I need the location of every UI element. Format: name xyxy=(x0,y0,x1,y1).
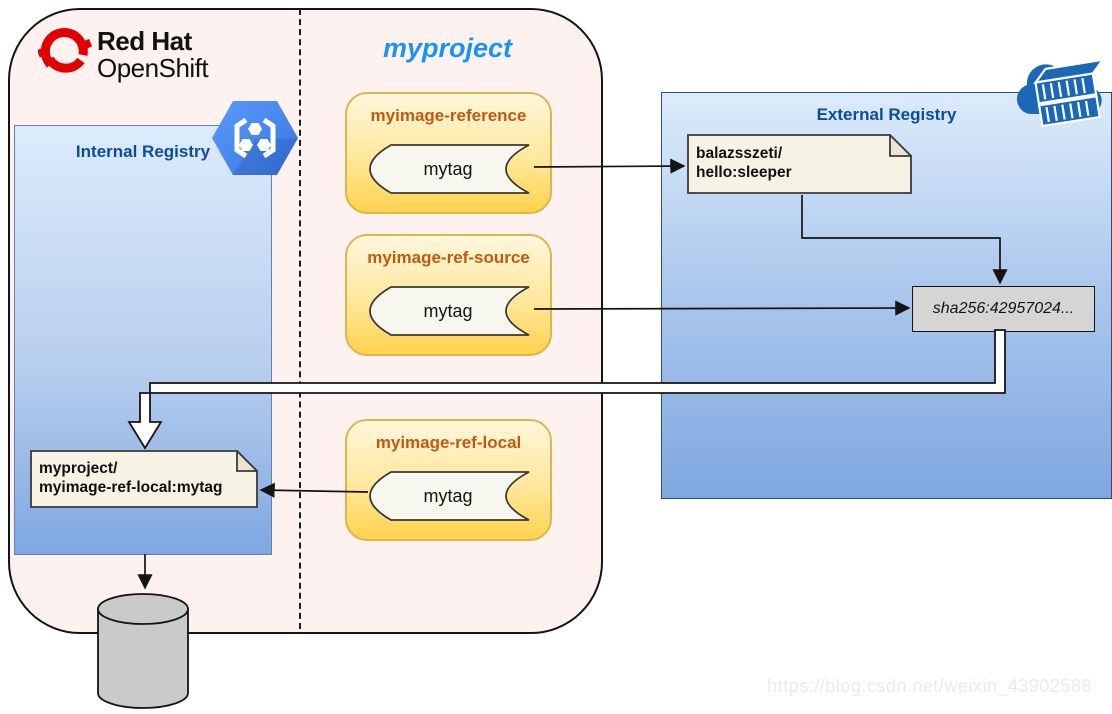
local-image-line2: myimage-ref-local:mytag xyxy=(39,479,223,496)
local-image-text: myproject/ myimage-ref-local:mytag xyxy=(39,459,222,497)
imagestream-name: myimage-ref-local xyxy=(375,433,522,452)
project-divider-dashed-line xyxy=(299,9,301,629)
external-image-line1: balazsszeti/ xyxy=(696,145,783,162)
imagestream-name: myimage-ref-source xyxy=(367,248,530,267)
imagestream-myimage-ref-local: myimage-ref-local mytag xyxy=(345,419,552,541)
imagestream-name: myimage-reference xyxy=(370,106,527,125)
internal-registry-title: Internal Registry xyxy=(75,142,211,161)
tag-label: mytag xyxy=(423,159,473,179)
tag-label: mytag xyxy=(423,486,473,506)
cloud-container-registry-icon xyxy=(1017,58,1106,128)
logo-product: OpenShift xyxy=(97,53,209,83)
container-registry-hexagon-icon xyxy=(212,101,298,175)
external-image-line2: hello:sleeper xyxy=(696,164,792,181)
imagestream-tag-shape: mytag xyxy=(365,471,531,521)
openshift-logo-icon xyxy=(38,28,92,73)
local-image-line1: myproject/ xyxy=(39,460,118,477)
logo-brand: Red Hat xyxy=(97,26,192,56)
imagestream-tag-shape: mytag xyxy=(365,286,531,336)
external-image-note: balazsszeti/ hello:sleeper xyxy=(687,134,912,194)
project-name-label: myproject xyxy=(382,33,513,63)
tag-label: mytag xyxy=(423,301,473,321)
imagestream-myimage-ref-source: myimage-ref-source mytag xyxy=(345,234,552,356)
database-cylinder-icon xyxy=(97,593,189,709)
watermark-url: https://blog.csdn.net/weixin_43902588 xyxy=(767,676,1092,696)
imagestream-myimage-reference: myimage-reference mytag xyxy=(345,92,552,214)
external-image-text: balazsszeti/ hello:sleeper xyxy=(696,144,792,182)
external-registry-title: External Registry xyxy=(816,105,957,124)
imagestream-tag-shape: mytag xyxy=(365,144,531,194)
local-image-note: myproject/ myimage-ref-local:mytag xyxy=(30,450,258,508)
openshift-logo-text: Red Hat OpenShift xyxy=(97,26,209,83)
image-digest-box: sha256:42957024... xyxy=(912,286,1095,332)
